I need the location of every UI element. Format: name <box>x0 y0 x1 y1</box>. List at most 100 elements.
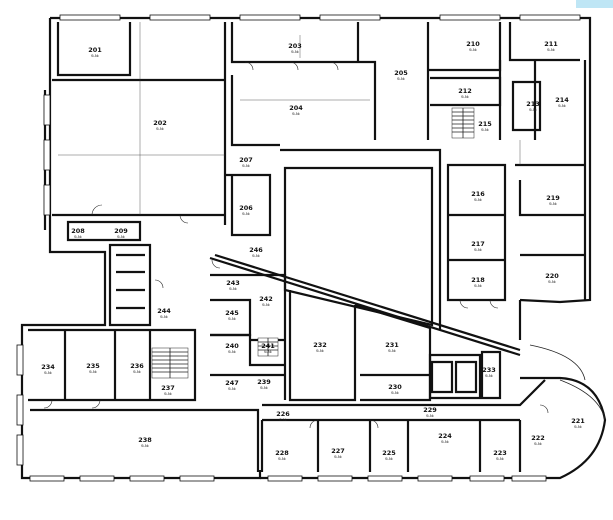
room-subtitle-230: б-№ <box>391 391 399 395</box>
room-subtitle-224: б-№ <box>441 440 449 444</box>
room-number-210: 210 <box>466 40 480 48</box>
interior-walls <box>28 22 606 472</box>
room-number-243: 243 <box>226 279 240 287</box>
room-number-236: 236 <box>130 362 144 370</box>
room-number-220: 220 <box>545 272 559 280</box>
room-subtitle-205: б-№ <box>397 77 405 81</box>
room-subtitle-228: б-№ <box>278 457 286 461</box>
room-number-215: 215 <box>478 120 492 128</box>
room-number-228: 228 <box>275 449 289 457</box>
room-number-245: 245 <box>225 309 239 317</box>
windows <box>16 14 581 482</box>
room-subtitle-240: б-№ <box>228 350 236 354</box>
room-subtitle-232: б-№ <box>316 349 324 353</box>
room-subtitle-210: б-№ <box>469 48 477 52</box>
room-number-244: 244 <box>157 307 171 315</box>
room-number-217: 217 <box>471 240 485 248</box>
room-subtitle-229: б-№ <box>426 414 434 418</box>
room-subtitle-223: б-№ <box>496 457 504 461</box>
room-number-205: 205 <box>394 69 408 77</box>
corner-tab-decoration <box>576 0 613 8</box>
room-subtitle-204: б-№ <box>292 112 300 116</box>
room-number-214: 214 <box>555 96 569 104</box>
room-subtitle-239: б-№ <box>260 386 268 390</box>
room-number-235: 235 <box>86 362 100 370</box>
room-subtitle-234: б-№ <box>44 371 52 375</box>
room-subtitle-214: б-№ <box>558 104 566 108</box>
room-number-212: 212 <box>458 87 472 95</box>
room-number-218: 218 <box>471 276 485 284</box>
room-subtitle-237: б-№ <box>164 392 172 396</box>
room-number-229: 229 <box>423 406 437 414</box>
room-subtitle-236: б-№ <box>133 370 141 374</box>
room-number-239: 239 <box>257 378 271 386</box>
room-subtitle-219: б-№ <box>549 202 557 206</box>
room-labels: 201б-№202б-№203б-№204б-№205б-№206б-№207б… <box>41 40 585 461</box>
room-number-231: 231 <box>385 341 399 349</box>
room-number-203: 203 <box>288 42 302 50</box>
room-subtitle-203: б-№ <box>291 50 299 54</box>
room-subtitle-208: б-№ <box>74 235 82 239</box>
room-subtitle-209: б-№ <box>117 235 125 239</box>
room-number-224: 224 <box>438 432 452 440</box>
room-subtitle-221: б-№ <box>574 425 582 429</box>
room-subtitle-246: б-№ <box>252 254 260 258</box>
room-subtitle-226: б-№ <box>279 418 287 422</box>
room-number-219: 219 <box>546 194 560 202</box>
room-number-208: 208 <box>71 227 85 235</box>
room-number-222: 222 <box>531 434 545 442</box>
dimension-lines <box>58 22 521 215</box>
room-number-227: 227 <box>331 447 345 455</box>
room-number-207: 207 <box>239 156 253 164</box>
room-subtitle-247: б-№ <box>228 387 236 391</box>
room-number-230: 230 <box>388 383 402 391</box>
room-subtitle-242: б-№ <box>262 303 270 307</box>
room-subtitle-227: б-№ <box>334 455 342 459</box>
room-subtitle-218: б-№ <box>474 284 482 288</box>
room-subtitle-211: б-№ <box>547 48 555 52</box>
room-subtitle-238: б-№ <box>141 444 149 448</box>
room-number-225: 225 <box>382 449 396 457</box>
room-subtitle-201: б-№ <box>91 54 99 58</box>
room-number-206: 206 <box>239 204 253 212</box>
room-number-241: 241 <box>261 342 275 350</box>
room-subtitle-212: б-№ <box>461 95 469 99</box>
room-number-223: 223 <box>493 449 507 457</box>
room-number-247: 247 <box>225 379 239 387</box>
room-subtitle-206: б-№ <box>242 212 250 216</box>
stairs <box>151 107 475 379</box>
room-number-211: 211 <box>544 40 558 48</box>
room-subtitle-213: б-№ <box>529 108 537 112</box>
room-subtitle-243: б-№ <box>229 287 237 291</box>
room-number-233: 233 <box>482 366 496 374</box>
room-number-209: 209 <box>114 227 128 235</box>
room-subtitle-222: б-№ <box>534 442 542 446</box>
room-number-216: 216 <box>471 190 485 198</box>
room-subtitle-220: б-№ <box>548 280 556 284</box>
room-subtitle-245: б-№ <box>228 317 236 321</box>
room-number-213: 213 <box>526 100 540 108</box>
room-number-242: 242 <box>259 295 273 303</box>
room-number-202: 202 <box>153 119 167 127</box>
room-number-240: 240 <box>225 342 239 350</box>
room-number-221: 221 <box>571 417 585 425</box>
room-subtitle-217: б-№ <box>474 248 482 252</box>
room-subtitle-235: б-№ <box>89 370 97 374</box>
room-subtitle-233: б-№ <box>485 374 493 378</box>
room-subtitle-241: б-№ <box>264 350 272 354</box>
room-subtitle-216: б-№ <box>474 198 482 202</box>
room-number-226: 226 <box>276 410 290 418</box>
room-subtitle-202: б-№ <box>156 127 164 131</box>
doors <box>43 61 549 429</box>
room-subtitle-225: б-№ <box>385 457 393 461</box>
room-number-246: 246 <box>249 246 263 254</box>
room-number-232: 232 <box>313 341 327 349</box>
room-subtitle-231: б-№ <box>388 349 396 353</box>
room-number-204: 204 <box>289 104 303 112</box>
room-subtitle-244: б-№ <box>160 315 168 319</box>
room-subtitle-207: б-№ <box>242 164 250 168</box>
room-number-237: 237 <box>161 384 175 392</box>
room-subtitle-215: б-№ <box>481 128 489 132</box>
room-number-234: 234 <box>41 363 55 371</box>
